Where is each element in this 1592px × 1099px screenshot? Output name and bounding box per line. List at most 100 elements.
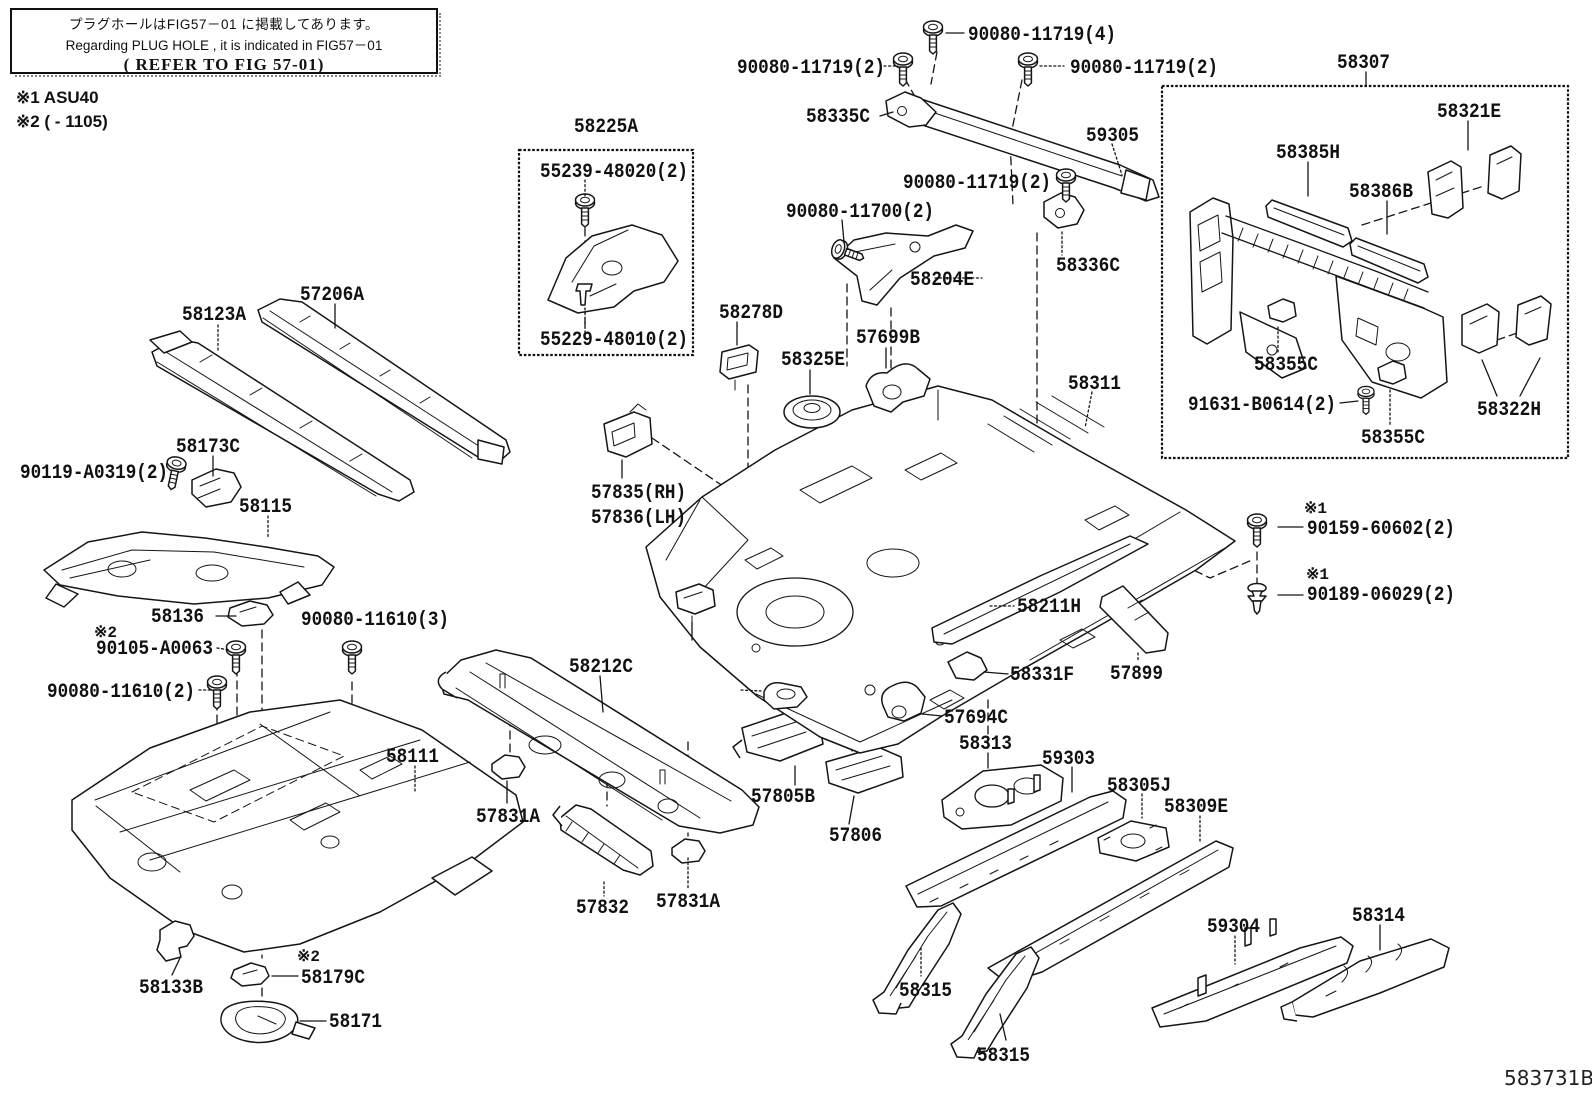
part-label: 58325E [781,349,845,372]
part-58204e-support [833,224,974,306]
part-58325e-grommet [783,395,841,429]
part-label: 58311 [1068,373,1121,396]
box-58307 [1160,84,1570,460]
part-58249h-bracket [763,681,808,710]
part-57831a-clip-left [491,754,526,780]
part-label: 58309E [1164,796,1228,819]
part-label: 91631-B0614(2) [1188,394,1336,417]
leader-lines [171,32,1541,1041]
part-58278d-plug [719,344,759,391]
part-label: 55229-48010(2) [540,329,688,352]
part-58314-plate [1280,938,1450,1022]
part-58385h-reinforcement [1265,199,1353,248]
part-label: 90080-11719(2) [737,57,885,80]
part-label: 57831A [656,891,721,914]
part-58136-clip [227,600,274,627]
legend-asu40: ※1 ASU40 [16,88,99,107]
part-59305-crossmember [897,92,1160,202]
part-58311-rear-floor-pan [645,385,1236,754]
part-label: 90080-11719(2) [1070,57,1218,80]
part-label: 58278D [719,302,783,325]
part-label: 58313 [959,733,1012,756]
part-label: 57835(RH) [591,482,686,505]
part-58212c-member [437,649,760,834]
part-label: 90080-11719(2) [903,172,1051,195]
dotted-leader-lines [198,65,1391,977]
part-label: 58179C [301,967,365,990]
part-label: 90080-11610(3) [301,609,449,632]
part-labels-layer: 90080-11719(4) 90080-11719(2) 90080-11719(… [20,24,1541,1068]
part-58173c-bracket [191,468,242,508]
part-label: 58212C [569,656,633,679]
part-label: 59303 [1042,748,1095,771]
part-label: 57699B [856,327,920,350]
part-label: 57832 [576,897,629,920]
part-58279c-bracket [675,583,716,625]
part-58179c-clip [230,962,270,987]
part-label: 58136 [151,606,204,629]
part-58355c-clips [1267,298,1407,385]
part-label: 59305 [1086,125,1139,148]
part-58111-front-floor-pan [71,699,524,953]
part-label: 58123A [182,304,247,327]
part-label: 90159-60602(2) [1307,518,1455,541]
part-label: 58115 [239,496,292,519]
part-label: 55239-48020(2) [540,161,688,184]
part-59303-crossmember [905,774,1127,908]
part-label: 57694C [944,707,1008,730]
part-label: 90080-11610(2) [47,681,195,704]
part-58307-rear-panel [1189,197,1448,399]
part-label: 58133B [139,977,203,1000]
part-label: 58171 [329,1011,382,1034]
part-label: 58331F [1010,664,1074,687]
part-label: 90119-A0319(2) [20,462,168,485]
part-label: 58315 [977,1045,1030,1068]
part-label: 59304 [1207,916,1260,939]
part-label: 57831A [476,806,541,829]
part-label: 57836(LH) [591,507,686,530]
part-label: ※1 [1304,500,1327,518]
part-58171-pan [220,1000,316,1044]
part-label: 90080-11700(2) [786,201,934,224]
part-59304-crossmember [1151,918,1354,1028]
part-label: ※2 [94,624,117,642]
note-english: Regarding PLUG HOLE , it is indicated in… [65,38,383,53]
part-57899-brace [1099,585,1169,654]
part-label: 90080-11719(4) [968,24,1116,47]
part-label: 58355C [1254,354,1318,377]
part-57206a-member [257,298,511,465]
legend-1105: ※2 ( - 1105) [16,112,108,131]
part-label: 58321E [1437,101,1501,124]
part-label: 58204E [910,269,974,292]
part-label: 58315 [899,980,952,1003]
box-58225a [517,148,695,357]
part-label: ※1 [1306,566,1329,584]
part-label: 58314 [1352,905,1405,928]
legend: ※1 ASU40 ※2 ( - 1105) [16,86,108,134]
part-57806-support [825,746,904,794]
part-label: 58355C [1361,427,1425,450]
part-58133b-clip [156,920,195,962]
part-label: 58385H [1276,142,1340,165]
part-57835-57836-hinge [603,403,653,458]
part-57694c-bracket [881,681,926,722]
part-label: 58305J [1107,775,1171,798]
figure-code: 583731B [1504,1066,1592,1090]
part-label: 90189-06029(2) [1307,584,1455,607]
part-label: 58307 [1337,52,1390,75]
part-label: 58386B [1349,181,1413,204]
part-label: 58322H [1477,399,1541,422]
part-57832-reinforcement [552,804,654,876]
part-label: 58111 [386,746,439,769]
part-label: 90105-A0063 [96,638,213,661]
part-label: 57899 [1110,663,1163,686]
part-label: 58173C [176,436,240,459]
part-58321e-brackets [1427,145,1522,219]
note-refer: ( REFER TO FIG 57-01) [123,55,325,74]
part-58386b-reinforcement [1349,237,1429,284]
part-label: 57806 [829,825,882,848]
plug-hole-note-box: プラグホールはFIG57－01 に掲載してあります。 Regarding PLU… [10,8,441,77]
part-label: 58225A [574,116,639,139]
